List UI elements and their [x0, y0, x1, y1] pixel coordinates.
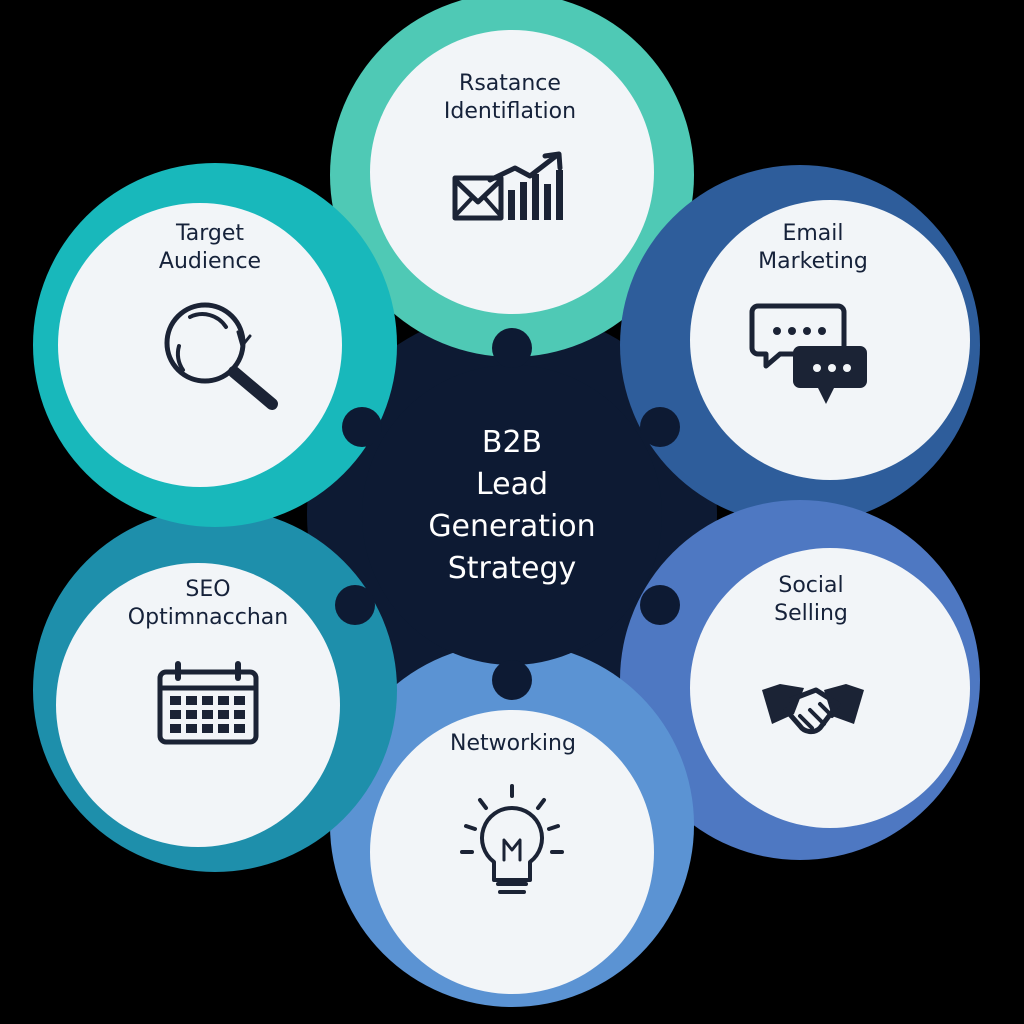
node-bottom-right-label-line-2: Selling — [774, 601, 848, 626]
connector-dot-bottom — [492, 660, 532, 700]
node-bottom-left-label-line-2: Optimnacchan — [128, 605, 288, 630]
node-bottom-left-inner — [56, 563, 340, 847]
node-bottom-label-line-1: Networking — [450, 731, 576, 756]
node-top-left-label-line-1: Target — [175, 221, 244, 246]
node-bottom-right-label-line-1: Social — [778, 573, 843, 598]
connector-dot-top — [492, 328, 532, 368]
node-top-right-label-line-2: Marketing — [758, 249, 868, 274]
node-top-label-line-2: Identiflation — [444, 99, 576, 124]
handshake-icon — [762, 684, 864, 735]
connector-dot-bottom-right — [640, 585, 680, 625]
node-top-label-line-1: Rsatance — [459, 71, 561, 96]
calendar-icon — [157, 661, 259, 745]
connector-dot-bottom-left — [335, 585, 375, 625]
chat-bubbles-icon — [749, 303, 867, 404]
magnifier-icon — [164, 302, 278, 410]
node-top-right-inner — [690, 200, 970, 480]
center-title: B2B Lead Generation Strategy — [428, 425, 595, 586]
envelope-growth-chart-icon — [452, 151, 563, 221]
center-title-line-4: Strategy — [448, 551, 577, 586]
center-title-line-1: B2B — [482, 425, 542, 460]
node-top-right-label-line-1: Email — [782, 221, 843, 246]
connector-dot-top-left — [342, 407, 382, 447]
center-title-line-3: Generation — [428, 509, 595, 544]
node-top-left-inner — [58, 203, 342, 487]
connector-dot-top-right — [640, 407, 680, 447]
node-bottom-right-inner — [690, 548, 970, 828]
center-title-line-2: Lead — [476, 467, 548, 502]
lightbulb-icon — [460, 784, 564, 894]
center-core — [362, 365, 662, 665]
node-top-left-label-line-2: Audience — [159, 249, 261, 274]
node-bottom-inner — [370, 710, 654, 994]
node-bottom-left-label-line-1: SEO — [185, 577, 230, 602]
